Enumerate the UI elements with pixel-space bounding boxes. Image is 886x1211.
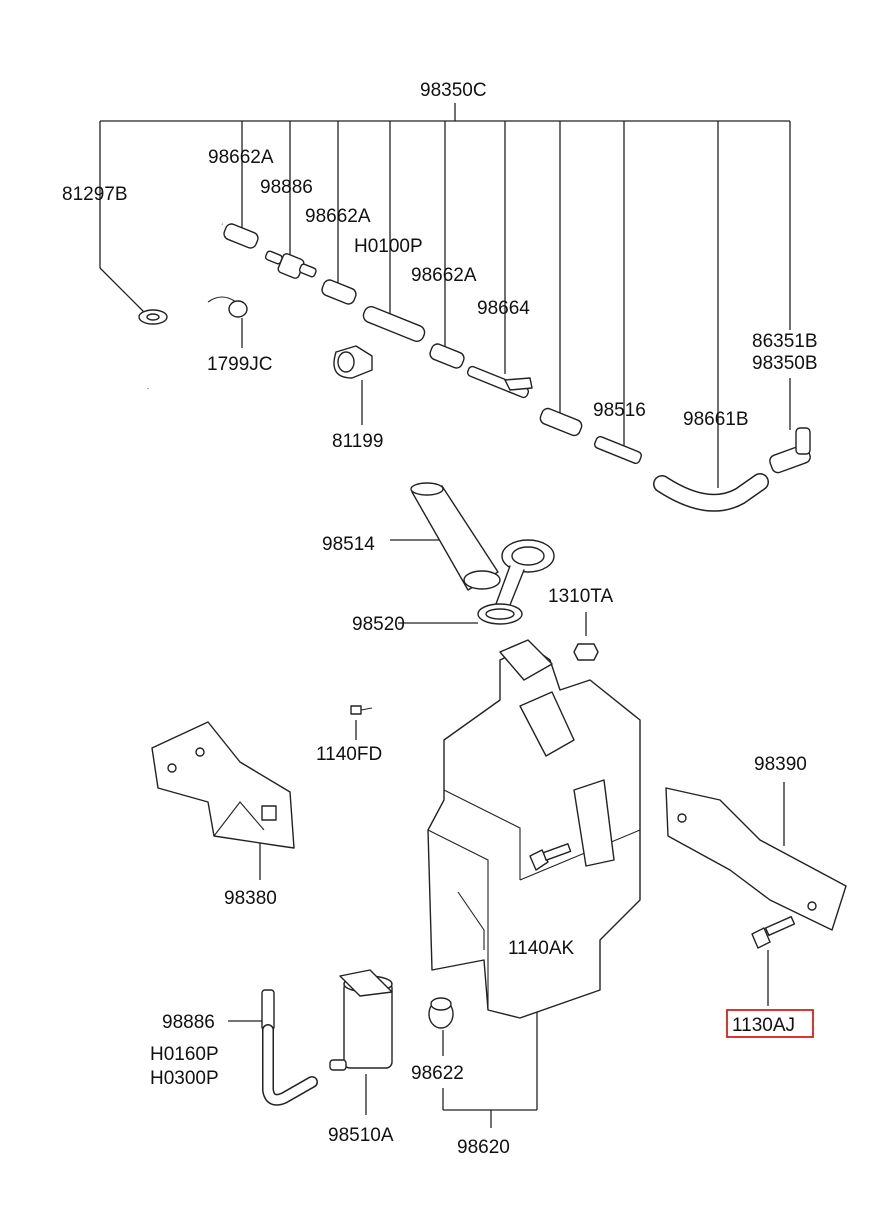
tee-98664 <box>466 365 533 399</box>
bracket-98380 <box>151 721 295 849</box>
label-98520: 98520 <box>352 614 405 635</box>
label-98516: 98516 <box>593 400 646 421</box>
label-h0300p: H0300P <box>150 1068 219 1089</box>
label-98886-top: 98886 <box>260 177 313 198</box>
hose-81297b <box>138 194 224 389</box>
joint-98662a-3 <box>429 343 465 369</box>
label-98664: 98664 <box>477 298 530 319</box>
screw-1140fd <box>350 705 373 715</box>
label-98380: 98380 <box>224 888 277 909</box>
highlight-box-1130aj <box>726 1009 814 1038</box>
gasket-98520 <box>477 603 523 625</box>
label-81199: 81199 <box>332 431 383 452</box>
label-98350b: 98350B <box>752 353 818 374</box>
label-98662a-1: 98662A <box>208 147 274 168</box>
joint-unlabeled <box>539 407 583 437</box>
connector-98516 <box>594 435 642 465</box>
joint-98662a-2 <box>321 279 357 305</box>
leader-lines <box>99 103 791 1128</box>
label-98620: 98620 <box>457 1137 510 1158</box>
label-98510a: 98510A <box>328 1125 394 1146</box>
part-labels: 98350C 81297B 98662A 98886 98662A H0100P… <box>62 80 818 1158</box>
filler-neck-98514 <box>410 482 501 591</box>
connector-98886-top <box>264 250 317 279</box>
nozzle-86351b <box>769 427 811 474</box>
label-h0160p: H0160P <box>150 1044 219 1065</box>
label-98886-bottom: 98886 <box>162 1012 215 1033</box>
label-98662a-3: 98662A <box>411 265 477 286</box>
label-98390: 98390 <box>754 754 807 775</box>
label-1140ak: 1140AK <box>508 938 575 959</box>
clip-1799jc <box>207 296 248 318</box>
tube-h0100p <box>362 306 426 342</box>
bracket-98390 <box>665 787 847 931</box>
hose-98661b <box>653 473 769 512</box>
label-98661b: 98661B <box>683 409 749 430</box>
label-98622: 98622 <box>411 1063 464 1084</box>
label-1310ta: 1310TA <box>548 586 613 607</box>
label-98514: 98514 <box>322 534 375 555</box>
label-86351b: 86351B <box>752 331 818 352</box>
bolt-1140ak <box>529 843 572 871</box>
joint-98662a-1 <box>223 223 259 249</box>
nut-1310ta <box>573 643 599 661</box>
label-h0100p: H0100P <box>354 236 423 257</box>
label-98662a-2: 98662A <box>305 206 371 227</box>
label-98350c: 98350C <box>420 80 487 101</box>
hose-h0160p <box>261 989 318 1106</box>
pump-98510a <box>329 969 393 1071</box>
bolt-1130aj <box>751 915 796 949</box>
cap-98514 <box>495 539 555 611</box>
clip-81199 <box>333 345 373 379</box>
label-1130aj: 1130AJ <box>732 1015 795 1036</box>
label-81297b: 81297B <box>62 184 128 205</box>
reservoir-tank <box>427 639 641 1019</box>
label-1140fd: 1140FD <box>316 744 382 765</box>
grommet-98622 <box>428 997 454 1029</box>
label-1799jc: 1799JC <box>207 354 273 375</box>
